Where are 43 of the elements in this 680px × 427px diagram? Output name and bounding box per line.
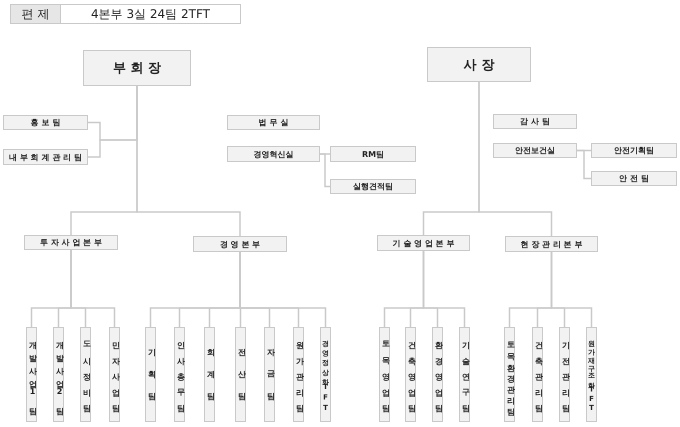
office-box: 안전보건실 xyxy=(493,143,577,158)
team-box: 기전관리팀 xyxy=(559,327,570,422)
connector-line xyxy=(136,86,241,236)
team-box: 인사총무팀 xyxy=(174,327,185,422)
team-box: 홍 보 팀 xyxy=(3,115,88,130)
team-box: 안 전 팀 xyxy=(591,171,677,186)
connector-line xyxy=(422,251,466,327)
office-box: 경영혁신실 xyxy=(227,146,320,162)
value-cell: 4본부 3실 24팀 2TFT xyxy=(60,4,241,24)
team-box: 환경영업팀 xyxy=(432,327,443,422)
team-box: 실행견적팀 xyxy=(330,179,416,194)
office-box: 법 무 실 xyxy=(227,115,320,130)
connector-line xyxy=(577,150,591,180)
connector-line xyxy=(239,252,326,327)
division-box: 기 술 영 업 본 부 xyxy=(377,235,470,251)
connector-line xyxy=(320,153,330,188)
executive-box: 사 장 xyxy=(427,47,531,82)
team-box: 기술연구팀 xyxy=(459,327,470,422)
team-box: 민자사업팀 xyxy=(109,327,120,422)
division-box: 경 영 본 부 xyxy=(193,236,287,252)
team-box: 토목영업팀 xyxy=(379,327,390,422)
team-box: 건축영업팀 xyxy=(405,327,416,422)
team-box: 건축관리팀 xyxy=(532,327,543,422)
division-box: 현 장 관 리 본 부 xyxy=(505,236,598,252)
executive-box: 부 회 장 xyxy=(83,50,191,86)
header-cell: 편 제 xyxy=(10,4,61,24)
team-box: RM팀 xyxy=(330,146,416,162)
connector-line xyxy=(550,252,592,327)
connector-line xyxy=(478,82,552,236)
team-box: 전산팀 xyxy=(235,327,246,422)
connector-line xyxy=(70,250,116,327)
team-box: 개발사업2팀 xyxy=(53,327,64,422)
team-box: 개발사업1팀 xyxy=(26,327,37,422)
team-box: 감 사 팀 xyxy=(493,114,577,129)
team-box: 자금팀 xyxy=(264,327,275,422)
team-box: 내 부 회 계 관 리 팀 xyxy=(3,149,88,165)
team-box: 원가관리팀 xyxy=(293,327,304,422)
team-box: 도시정비팀 xyxy=(80,327,91,422)
division-box: 투 자 사 업 본 부 xyxy=(24,235,118,250)
team-box: 토목환경관리팀 xyxy=(504,327,515,422)
team-box: 회계팀 xyxy=(204,327,215,422)
team-box: 기획팀 xyxy=(145,327,156,422)
team-box: 안전기획팀 xyxy=(591,143,677,158)
